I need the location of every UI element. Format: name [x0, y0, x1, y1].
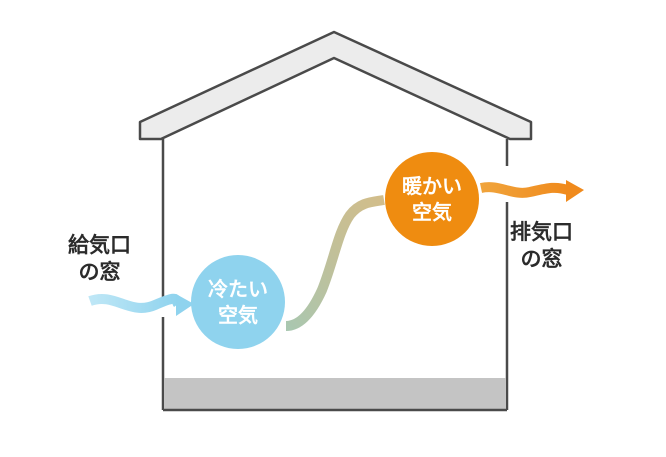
cold-air-inflow-arrow: [88, 293, 194, 316]
supply-window-label-line2: の窓: [78, 260, 121, 284]
floor: [164, 378, 506, 410]
supply-window-label: 給気口 の窓: [68, 232, 131, 286]
rising-air-wave: [285, 195, 385, 331]
cold-air-bubble: 冷たい 空気: [191, 255, 285, 349]
warm-air-outflow-arrow: [479, 180, 584, 202]
exhaust-window-label-line1: 排気口: [510, 220, 573, 244]
roof: [138, 30, 533, 141]
warm-air-bubble-line2: 空気: [412, 200, 452, 224]
exhaust-window-label: 排気口 の窓: [510, 219, 573, 273]
warm-air-bubble-line1: 暖かい: [402, 174, 462, 198]
exhaust-window-label-line2: の窓: [520, 247, 563, 271]
supply-window-label-line1: 給気口: [68, 233, 131, 257]
cold-air-bubble-line1: 冷たい: [208, 277, 268, 301]
warm-air-bubble: 暖かい 空気: [385, 152, 479, 246]
cold-air-bubble-line2: 空気: [218, 303, 258, 327]
